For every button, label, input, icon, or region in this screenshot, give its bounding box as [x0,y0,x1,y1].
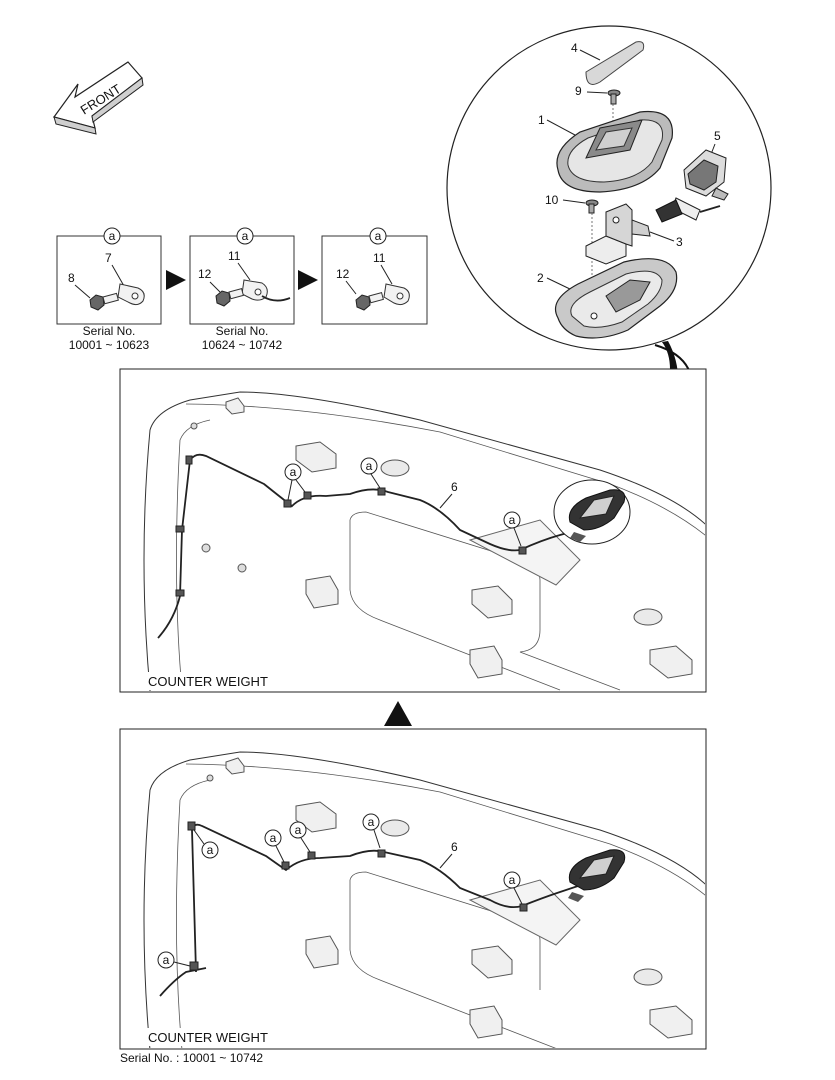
label-part-10: 10 [545,193,559,207]
lower-callout-1: a [207,843,214,857]
detail-circle: 4 9 1 5 10 3 [446,25,772,488]
panel-1-label-7: 7 [105,251,112,265]
upper-wire-label: 6 [451,480,458,494]
lower-callout-4: a [368,815,375,829]
label-part-1: 1 [538,113,545,127]
lower-wire-label: 6 [451,840,458,854]
panel-2-callout: a [242,229,249,243]
panel-1-callout: a [109,229,116,243]
arrow-right-icon [298,270,318,290]
panel-2-caption-line1: Serial No. [216,324,269,338]
serial-panel-1: a 7 8 Serial No. 10001 ~ 10623 [56,227,162,352]
upper-callout-2: a [366,459,373,473]
footer-serial: Serial No. : 10001 ~ 10742 [120,1051,263,1065]
panel-1-label-8: 8 [68,271,75,285]
lower-callout-2: a [270,831,277,845]
panel-3-label-11: 11 [373,251,386,265]
lower-callout-6: a [163,953,170,967]
panel-2-label-11: 11 [228,249,241,263]
label-part-9: 9 [575,84,582,98]
lower-callout-3: a [295,823,302,837]
upper-callout-3: a [509,513,516,527]
lower-view: a a a a a a 6 COUNTER WEIGHT [119,728,707,1050]
panel-3-label-12: 12 [336,267,350,281]
panel-1-caption-line1: Serial No. [83,324,136,338]
serial-panel-3: a 11 12 [321,227,428,325]
serial-panel-2: a 11 12 Serial No. 10624 ~ 10742 [189,227,295,352]
front-arrow-icon: FRONT [53,61,144,135]
label-part-3: 3 [676,235,683,249]
panel-1-caption-line2: 10001 ~ 10623 [69,338,150,352]
arrow-up-icon [384,701,412,726]
panel-2-label-12: 12 [198,267,212,281]
panel-3-callout: a [375,229,382,243]
arrow-right-icon [166,270,186,290]
upper-callout-1: a [290,465,297,479]
upper-view: a a a 6 COUNTER WEIGHT [119,368,707,693]
lower-callout-5: a [509,873,516,887]
upper-title: COUNTER WEIGHT [148,674,268,689]
lower-title: COUNTER WEIGHT [148,1030,268,1045]
label-part-5: 5 [714,129,721,143]
label-part-4: 4 [571,41,578,55]
panel-2-caption-line2: 10624 ~ 10742 [202,338,283,352]
label-part-2: 2 [537,271,544,285]
